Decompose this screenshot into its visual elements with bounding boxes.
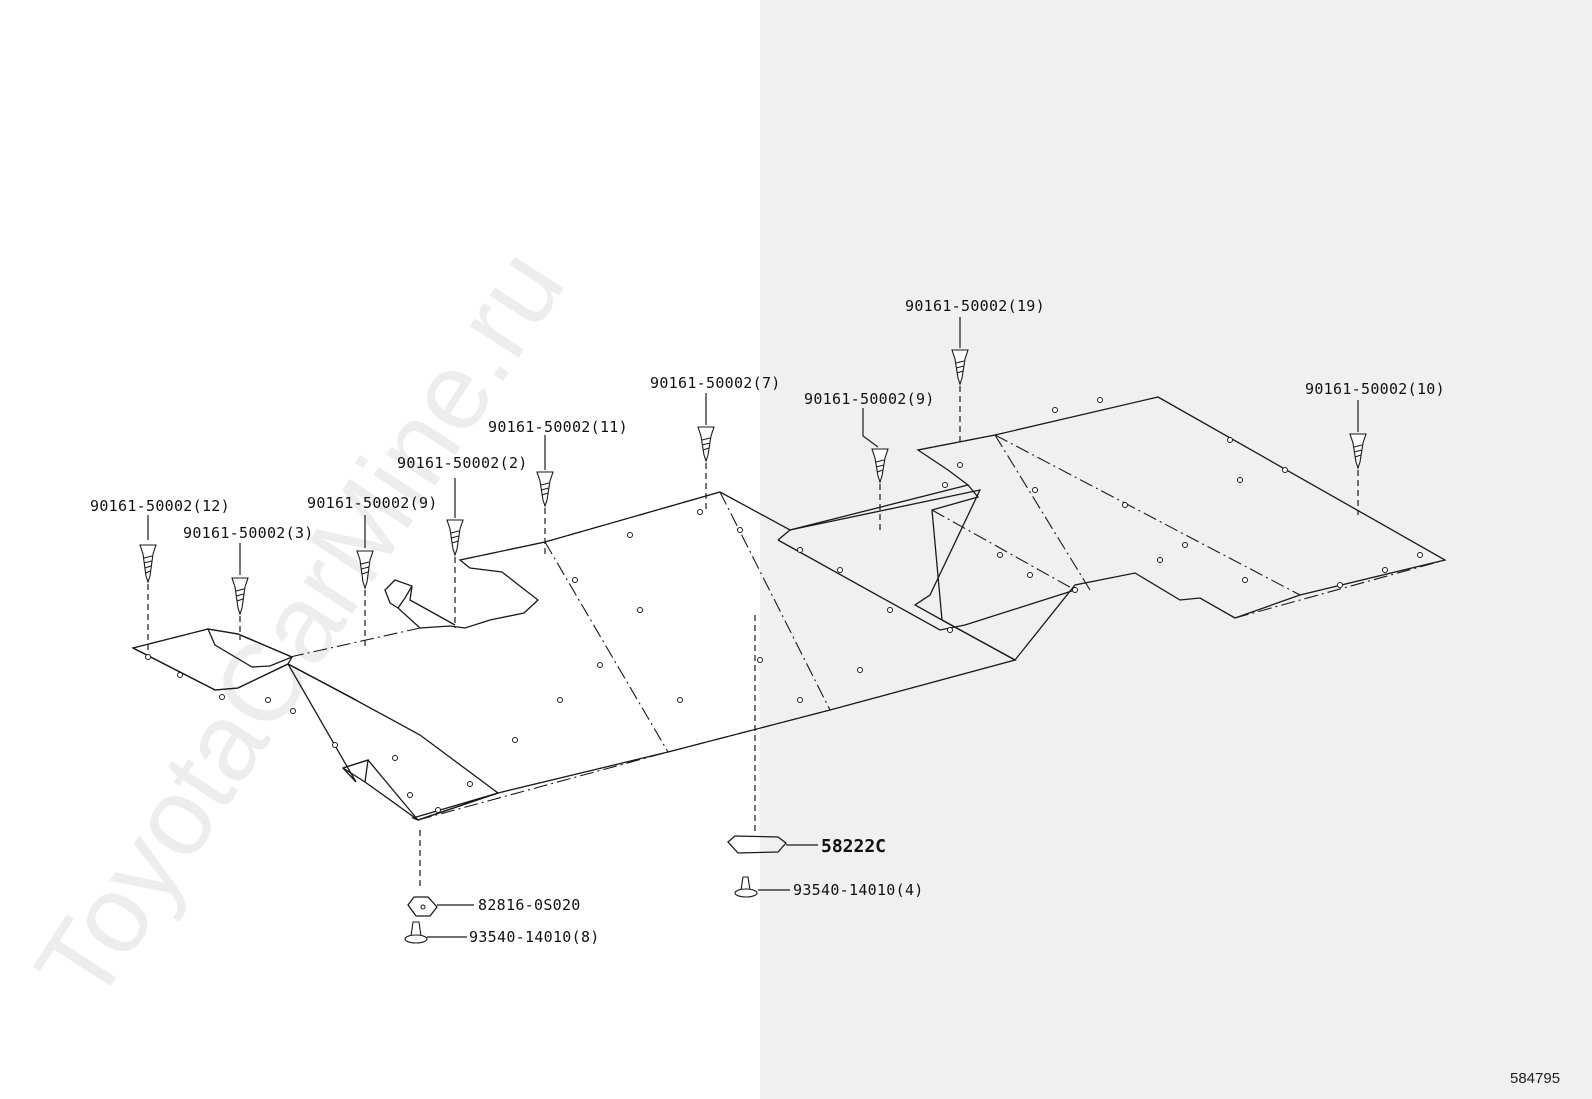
screw-3[interactable]: [231, 543, 249, 640]
label-clip-4: 93540-14010(4): [793, 881, 924, 899]
diagram-id: 584795: [1510, 1070, 1560, 1087]
screw-2[interactable]: [446, 478, 464, 628]
label-screw-12: 90161-50002(12): [90, 497, 230, 515]
label-screw-9-left: 90161-50002(9): [307, 494, 438, 512]
label-screw-19: 90161-50002(19): [905, 297, 1045, 315]
shaded-background: [760, 0, 1592, 1099]
screw-19[interactable]: [951, 317, 969, 445]
floor-silencer-pad-right: [777, 396, 1447, 661]
label-clip-8: 93540-14010(8): [469, 928, 600, 946]
label-screw-3: 90161-50002(3): [183, 524, 314, 542]
label-screw-2: 90161-50002(2): [397, 454, 528, 472]
screw-10[interactable]: [1349, 400, 1367, 515]
label-screw-9-right: 90161-50002(9): [804, 390, 935, 408]
clip-8[interactable]: [404, 921, 467, 944]
screw-9-left[interactable]: [356, 515, 374, 648]
screw-9-right[interactable]: [862, 408, 889, 532]
label-screw-11: 90161-50002(11): [488, 418, 628, 436]
label-bracket: 58222C: [821, 836, 886, 857]
clip-4[interactable]: [734, 876, 790, 898]
screw-11[interactable]: [536, 435, 554, 555]
label-screw-7: 90161-50002(7): [650, 374, 781, 392]
screw-7[interactable]: [697, 393, 715, 512]
screw-12[interactable]: [139, 515, 157, 650]
label-screw-10: 90161-50002(10): [1305, 380, 1445, 398]
bracket-58222c[interactable]: [727, 615, 818, 854]
floor-silencer-pad-center: [384, 489, 1017, 821]
label-retainer: 82816-0S020: [478, 896, 581, 914]
retainer-82816[interactable]: [407, 830, 474, 917]
mounting-holes: [145, 397, 1423, 813]
